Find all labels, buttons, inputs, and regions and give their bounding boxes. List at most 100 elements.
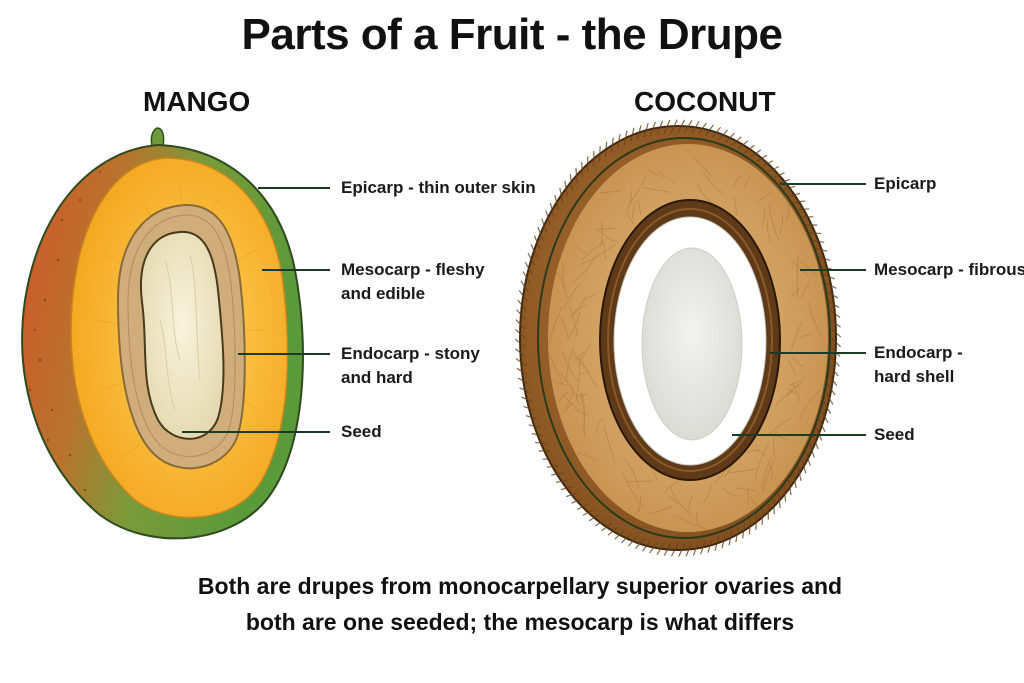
coconut-fiber xyxy=(580,342,592,361)
coconut-fiber xyxy=(768,417,792,435)
coconut-husk-hair xyxy=(670,119,678,133)
coconut-fiber xyxy=(688,494,694,511)
coconut-fiber xyxy=(761,457,773,490)
coconut-husk-hair xyxy=(677,119,686,133)
coconut-husk-hair xyxy=(551,472,563,476)
coconut-husk-hair xyxy=(808,443,815,458)
coconut-husk-hair xyxy=(735,527,739,543)
coconut-husk-hair xyxy=(778,492,781,509)
coconut-husk-hair xyxy=(635,538,645,550)
coconut-fiber xyxy=(790,287,801,298)
coconut-husk-hair xyxy=(731,136,742,146)
coconut-husk-hair xyxy=(728,530,733,546)
coconut-fiber xyxy=(606,236,619,243)
coconut-husk-hair xyxy=(628,535,638,547)
coconut-fiber xyxy=(722,487,738,498)
mango-mesocarp-label-line1: Mesocarp - fleshy xyxy=(341,260,485,279)
coconut-husk-hair xyxy=(530,243,538,258)
coconut-fiber xyxy=(657,171,676,184)
caption: Both are drupes from monocarpellary supe… xyxy=(0,568,1024,640)
coconut-husk-hair xyxy=(636,125,642,140)
coconut-fiber xyxy=(702,485,713,504)
coconut-husk-hair xyxy=(812,239,825,243)
coconut-husk-hair xyxy=(830,328,842,338)
coconut-fiber xyxy=(796,257,799,299)
coconut-fiber xyxy=(572,350,587,370)
mango-seed xyxy=(140,230,225,440)
coconut-fiber xyxy=(674,514,708,531)
coconut-husk-hair xyxy=(821,265,833,271)
coconut-husk-hair xyxy=(704,124,714,137)
coconut-husk-hair xyxy=(721,533,726,549)
coconut-husk-hair xyxy=(601,522,612,532)
coconut-fiber xyxy=(632,200,637,221)
coconut-fiber xyxy=(603,425,616,464)
coconut-husk-hair xyxy=(818,418,826,433)
coconut-fiber xyxy=(580,393,585,437)
coconut-endocarp-label-line1: Endocarp - xyxy=(874,343,963,362)
coconut-husk-hair xyxy=(522,271,531,284)
coconut-husk-hair xyxy=(582,509,594,516)
coconut-fiber xyxy=(581,241,605,261)
coconut-husk-hair xyxy=(714,536,720,551)
coconut-fiber xyxy=(758,191,770,202)
coconut-husk-hair xyxy=(812,435,819,450)
mango-heading: MANGO xyxy=(143,86,251,117)
coconut-fiber xyxy=(562,264,568,299)
coconut-husk-hair xyxy=(515,348,526,357)
coconut-fiber xyxy=(735,487,756,492)
coconut-fiber xyxy=(627,480,654,483)
coconut-fiber xyxy=(790,385,803,389)
coconut-fiber xyxy=(601,239,606,260)
coconut-fiber xyxy=(647,505,673,515)
coconut-fiber xyxy=(789,377,804,386)
coconut-husk-hair xyxy=(788,192,801,197)
mango-endocarp-label-line1: Endocarp - stony xyxy=(341,344,480,363)
coconut-endocarp-label-line2: hard shell xyxy=(874,367,955,386)
coconut-fiber xyxy=(579,369,591,376)
coconut-fiber xyxy=(621,472,640,503)
coconut-fiber xyxy=(563,393,581,411)
mango-epicarp-label: Epicarp - thin outer skin xyxy=(341,178,536,197)
coconut-husk-hair xyxy=(742,523,746,539)
coconut-husk-hair xyxy=(700,540,706,555)
coconut-husk-hair xyxy=(711,126,721,138)
coconut-husk-hair xyxy=(541,218,548,233)
coconut-husk-hair xyxy=(514,338,526,348)
coconut-fiber xyxy=(628,176,646,206)
coconut-fiber xyxy=(570,294,587,319)
leader-lines xyxy=(182,183,866,436)
coconut-husk-hair xyxy=(792,473,797,489)
coconut-husk-hair xyxy=(830,337,842,348)
coconut-husk-hair xyxy=(744,144,755,154)
coconut-fiber xyxy=(807,301,823,339)
coconut-fiber xyxy=(775,388,794,407)
coconut-husk-hair xyxy=(528,424,541,428)
coconut-fiber xyxy=(790,259,809,277)
coconut-fiber xyxy=(579,358,598,388)
coconut-fiber xyxy=(555,270,564,288)
coconut-fiber xyxy=(792,355,804,368)
coconut-husk-hair xyxy=(707,538,713,553)
coconut-fiber xyxy=(637,198,641,215)
coconut-husk-hair xyxy=(830,346,841,357)
coconut-husk-hair xyxy=(825,282,837,289)
mango-endocarp-label: Endocarp - stony and hard xyxy=(341,342,480,390)
page-title: Parts of a Fruit - the Drupe xyxy=(241,10,783,59)
coconut-fiber xyxy=(733,176,742,190)
coconut-husk-hair xyxy=(560,486,573,491)
coconut-fiber xyxy=(563,282,581,310)
mango-cross-section xyxy=(21,127,304,540)
coconut-fiber xyxy=(799,334,812,339)
coconut-husk-hairs xyxy=(514,119,842,557)
coconut-husk-hair xyxy=(537,226,544,241)
coconut-husk-hair xyxy=(516,367,528,376)
coconut-husk-hair xyxy=(788,480,792,496)
mango-mesocarp-label: Mesocarp - fleshy and edible xyxy=(341,258,485,306)
coconut-fiber xyxy=(746,487,749,505)
coconut-fiber xyxy=(581,392,586,431)
coconut-heading: COCONUT xyxy=(634,86,776,117)
coconut-fiber xyxy=(598,228,615,230)
coconut-husk-hair xyxy=(545,210,551,225)
coconut-husk-hair xyxy=(588,514,600,522)
